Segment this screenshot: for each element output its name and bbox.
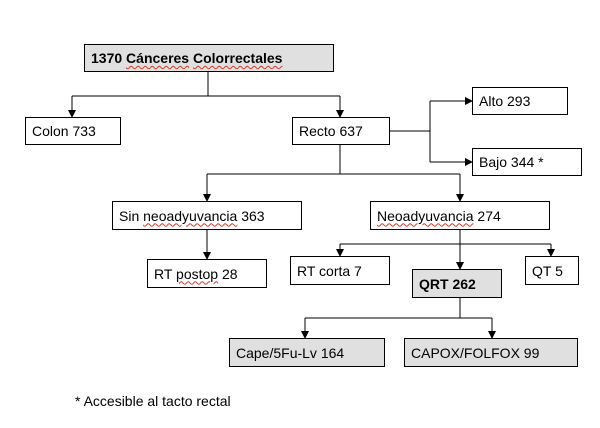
root-word-canceres: Cánceres xyxy=(126,50,190,66)
sin-neo-suffix: 363 xyxy=(237,207,265,224)
node-rt-corta: RT corta 7 xyxy=(290,256,390,285)
root-word-colorrectales: Colorrectales xyxy=(192,50,283,66)
node-qrt-label: QRT 262 xyxy=(419,275,476,292)
node-colon: Colon 733 xyxy=(25,117,121,145)
rt-postop-suffix: 28 xyxy=(218,265,238,282)
footnote: * Accesible al tacto rectal xyxy=(75,393,231,409)
rt-postop-prefix: RT xyxy=(154,265,177,282)
node-rt-postop: RT postop 28 xyxy=(147,259,267,288)
node-recto-label: Recto 637 xyxy=(299,123,363,139)
neo-suffix: 274 xyxy=(473,207,501,224)
node-colon-label: Colon 733 xyxy=(32,123,96,139)
node-neoadyuvancia: Neoadyuvancia 274 xyxy=(370,201,550,230)
sin-neo-word: neoadyuvancia xyxy=(143,207,238,224)
sin-neo-prefix: Sin xyxy=(119,207,144,224)
node-sin-neoadyuvancia: Sin neoadyuvancia 363 xyxy=(112,201,302,230)
rt-postop-word: postop xyxy=(176,265,219,282)
node-total-colorectal-cancers: 1370 Cánceres Colorrectales xyxy=(84,44,334,72)
node-cape-5fu-lv: Cape/5Fu-Lv 164 xyxy=(229,338,385,367)
node-qrt: QRT 262 xyxy=(412,269,502,298)
node-capox-folfox: CAPOX/FOLFOX 99 xyxy=(404,338,578,367)
node-cape-label: Cape/5Fu-Lv 164 xyxy=(236,344,345,361)
node-bajo: Bajo 344 * xyxy=(472,148,582,176)
node-alto-label: Alto 293 xyxy=(479,93,531,109)
node-qt-label: QT 5 xyxy=(532,262,563,279)
node-capox-label: CAPOX/FOLFOX 99 xyxy=(411,344,540,361)
neo-word: Neoadyuvancia xyxy=(377,207,474,224)
root-prefix: 1370 xyxy=(91,50,127,66)
node-rt-corta-label: RT corta 7 xyxy=(297,262,362,279)
node-recto: Recto 637 xyxy=(292,117,390,145)
node-alto: Alto 293 xyxy=(472,87,568,115)
node-bajo-label: Bajo 344 * xyxy=(479,154,544,170)
node-qt: QT 5 xyxy=(525,256,579,285)
